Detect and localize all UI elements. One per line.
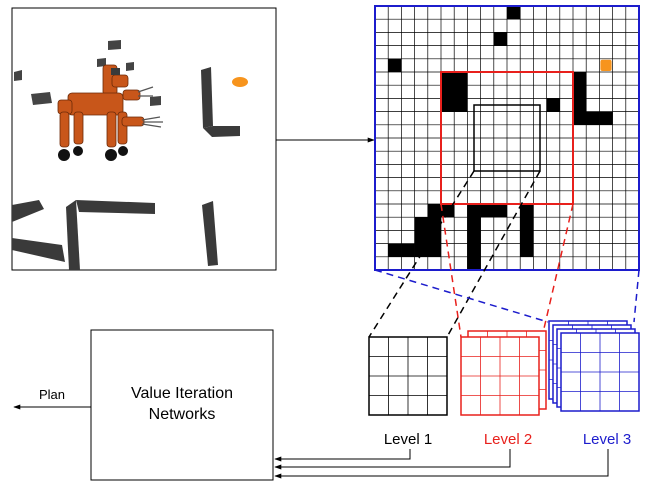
vin-box — [90, 329, 274, 481]
level3-projection-right — [633, 269, 640, 323]
map-obstacle-cell — [586, 111, 600, 125]
level2-feature-map — [460, 330, 547, 416]
level1-region — [473, 104, 541, 172]
map-obstacle-cell — [480, 204, 494, 218]
level1-feature-map — [368, 336, 448, 416]
map-obstacle-cell — [441, 204, 455, 218]
map-obstacle-cell — [467, 243, 481, 257]
level2-label: Level 2 — [484, 431, 532, 448]
map-obstacle-cell — [520, 230, 534, 244]
level1-label: Level 1 — [384, 431, 432, 448]
map-obstacle-cell — [441, 98, 455, 112]
map-obstacle-cell — [599, 111, 613, 125]
level3-projection-left — [374, 269, 549, 323]
map-obstacle-cell — [520, 204, 534, 218]
level-feedback-arrows — [274, 449, 609, 479]
level2-feedback-arrow — [274, 449, 511, 470]
map-obstacle-cell — [401, 243, 415, 257]
map-gridlines — [375, 6, 639, 270]
map-obstacle-cell — [507, 6, 521, 20]
map-obstacle-cell — [441, 72, 455, 86]
map-obstacle-cell — [493, 32, 507, 46]
robot-scene — [11, 7, 277, 271]
map-obstacle-cell — [388, 58, 402, 72]
map-obstacle-cell — [573, 111, 587, 125]
map-border — [374, 5, 640, 271]
map-obstacle-cell — [454, 85, 468, 99]
map-obstacle-cell — [573, 98, 587, 112]
map-obstacle-cell — [454, 72, 468, 86]
map-obstacle-cell — [467, 204, 481, 218]
map-obstacle-cell — [546, 98, 560, 112]
map-obstacle-cell — [427, 204, 441, 218]
level2-projection-left — [440, 203, 462, 338]
level2-region — [440, 71, 574, 205]
map-cells — [388, 6, 613, 270]
level3-feature-map — [548, 320, 640, 412]
scene-small-obstacles — [14, 40, 161, 106]
level3-label: Level 3 — [583, 431, 631, 448]
map-obstacle-cell — [520, 217, 534, 231]
map-obstacle-cell — [573, 72, 587, 86]
map-obstacle-cell — [467, 256, 481, 270]
robot-figure — [57, 64, 163, 161]
projection-lines — [368, 170, 640, 338]
map-obstacle-cell — [454, 98, 468, 112]
vin-title-line1: Value Iteration — [131, 385, 233, 402]
level3-feedback-arrow — [274, 449, 609, 479]
level1-projection-left — [368, 170, 475, 338]
plan-label: Plan — [39, 387, 65, 402]
map-obstacle-cell — [427, 230, 441, 244]
map-obstacle-cell — [573, 85, 587, 99]
map-obstacle-cell — [441, 85, 455, 99]
level1-projection-right — [446, 170, 541, 338]
map-obstacle-cell — [414, 217, 428, 231]
level2-projection-right — [541, 203, 574, 338]
map-obstacle-cell — [427, 217, 441, 231]
map-obstacle-cell — [388, 243, 402, 257]
scene-walls — [12, 67, 240, 270]
goal-marker — [232, 77, 248, 87]
map-obstacle-cell — [414, 243, 428, 257]
level1-feedback-arrow — [274, 449, 411, 462]
grid-map — [374, 5, 640, 271]
map-obstacle-cell — [414, 230, 428, 244]
map-obstacle-cell — [467, 230, 481, 244]
map-obstacle-cell — [520, 243, 534, 257]
scene-frame — [11, 7, 277, 271]
map-goal-cell — [600, 59, 612, 71]
map-obstacle-cell — [427, 243, 441, 257]
map-obstacle-cell — [493, 204, 507, 218]
vin-title-line2: Networks — [149, 406, 216, 423]
map-obstacle-cell — [467, 217, 481, 231]
